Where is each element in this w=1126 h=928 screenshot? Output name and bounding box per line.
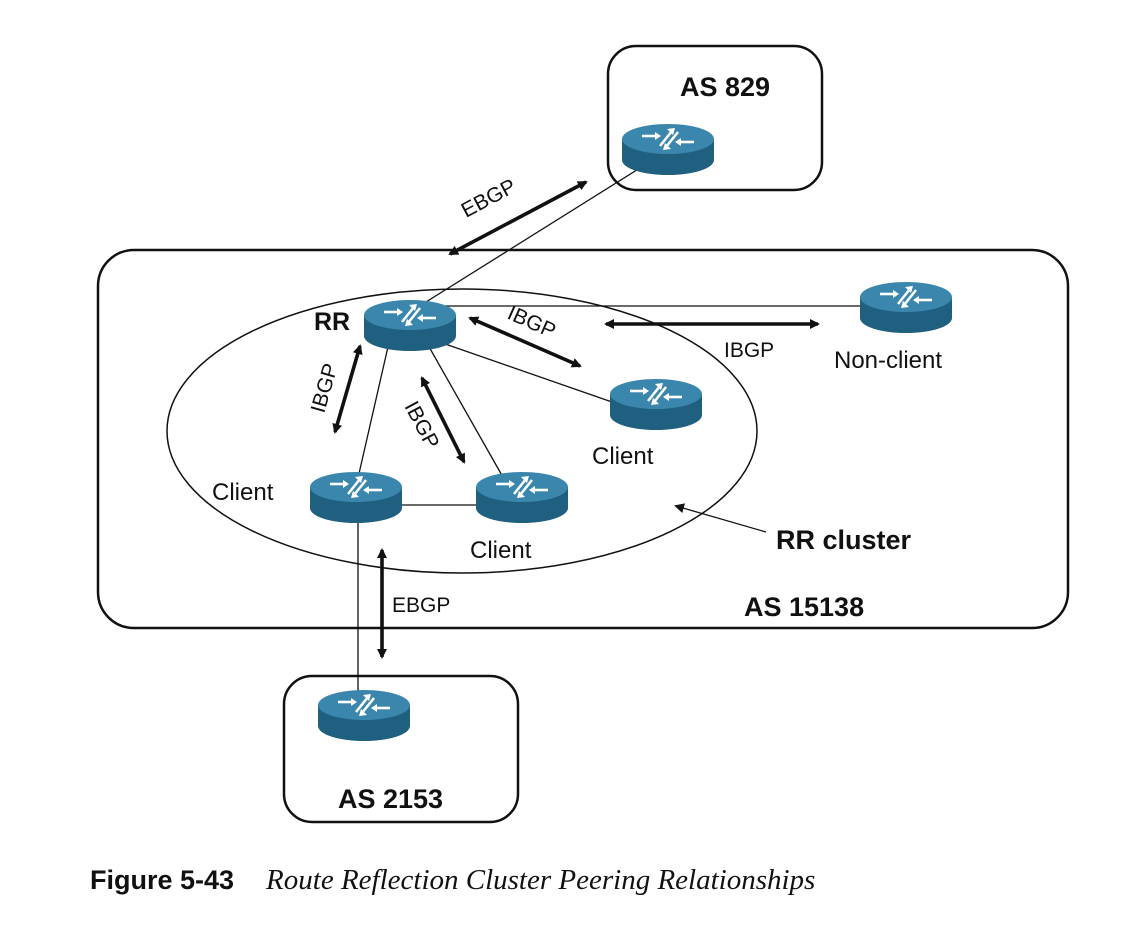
as2153-label: AS 2153 <box>338 784 443 814</box>
non-client-label: Non-client <box>834 347 942 374</box>
rr-cluster-ellipse <box>166 288 758 574</box>
ibgp-rr-client-left-label: IBGP <box>307 361 343 416</box>
router-as829 <box>620 122 716 177</box>
link-rr-client-bottom <box>423 337 509 487</box>
ebgp-top-label: EBGP <box>458 175 520 223</box>
as2153-box <box>282 674 520 824</box>
link-rr-as829 <box>409 167 641 313</box>
router-as2153 <box>316 688 412 743</box>
figure-title: Route Reflection Cluster Peering Relatio… <box>266 864 816 896</box>
session-arrows <box>332 180 820 659</box>
router-client-right <box>608 377 704 432</box>
router-rr <box>362 298 458 353</box>
as829-box <box>606 44 824 192</box>
ibgp-rr-client-right-arrow <box>468 316 582 368</box>
router-nonclient <box>858 280 954 335</box>
link-rr-client-right <box>427 337 613 403</box>
as15138-label: AS 15138 <box>744 592 864 622</box>
link-rr-client-left <box>357 337 391 479</box>
as829-label: AS 829 <box>680 72 770 102</box>
router-client-left <box>308 470 404 525</box>
router-client-bottom <box>474 470 570 525</box>
ebgp-top-arrow <box>448 180 588 256</box>
figure-number: Figure 5-43 <box>90 865 235 895</box>
client-left-label: Client <box>212 479 274 506</box>
rr-cluster-pointer <box>674 503 767 533</box>
client-right-label: Client <box>592 443 654 470</box>
client-bottom-label: Client <box>470 537 532 564</box>
rr-cluster-label: RR cluster <box>776 525 912 555</box>
ibgp-rr-nonclient-label: IBGP <box>724 339 774 362</box>
ebgp-bottom-label: EBGP <box>392 594 450 617</box>
figure-caption: Figure 5-43 Route Reflection Cluster Pee… <box>90 864 815 904</box>
ibgp-rr-client-bottom-arrow <box>420 376 466 464</box>
ibgp-rr-client-left-arrow <box>332 344 363 434</box>
rr-label: RR <box>314 308 350 336</box>
